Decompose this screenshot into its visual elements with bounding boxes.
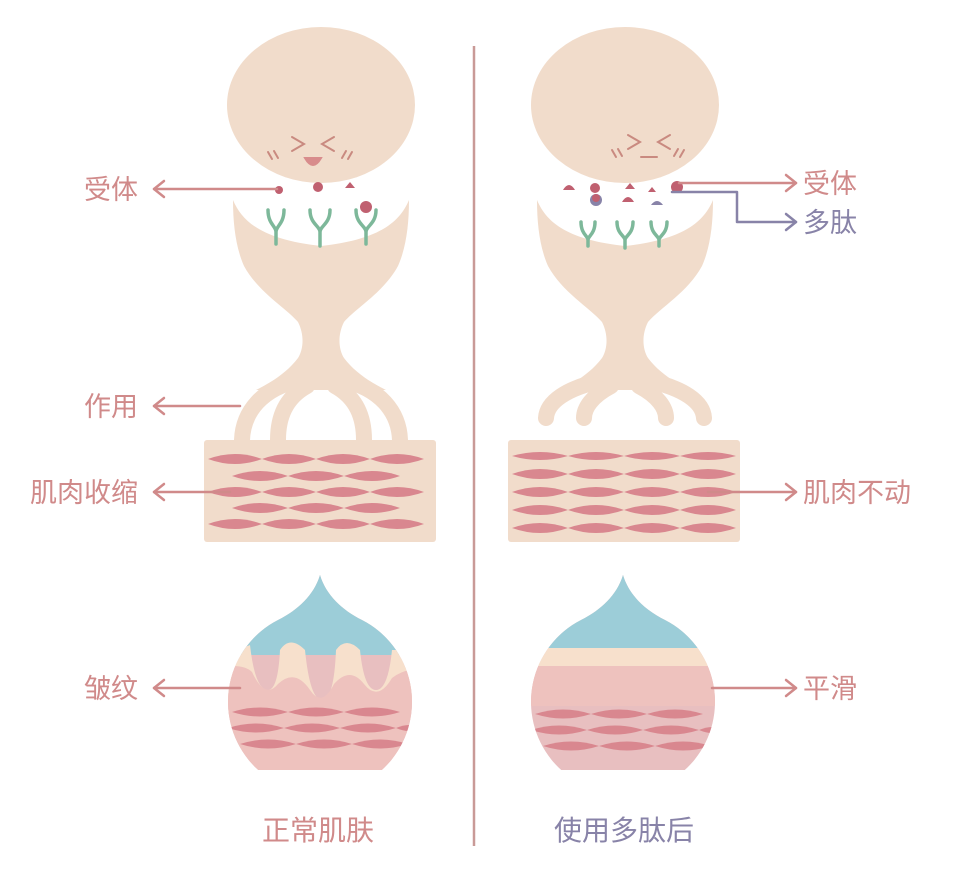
label-wrinkle: 皱纹	[84, 674, 138, 705]
right-receptors	[579, 220, 669, 250]
right-panel: 受体 多肽 肌肉不动 平滑 使用多肽后	[508, 27, 911, 847]
left-arrows	[152, 179, 279, 698]
left-neuron-head	[227, 27, 415, 183]
peptide-blocker	[651, 201, 663, 205]
label-receptor-left: 受体	[84, 175, 138, 206]
left-receptors	[266, 208, 378, 248]
left-particle	[313, 182, 323, 192]
right-neuron-head	[531, 27, 719, 183]
label-muscle-still: 肌肉不动	[803, 478, 911, 509]
left-skin-drop	[228, 575, 413, 770]
left-particle	[345, 182, 355, 188]
right-muscle-block	[508, 440, 740, 542]
right-neuron-branches	[538, 372, 712, 426]
right-arrows	[670, 173, 798, 698]
left-bound-particle	[360, 201, 372, 213]
label-muscle-contract: 肌肉收缩	[30, 478, 138, 509]
caption-normal-skin: 正常肌肤	[262, 814, 374, 847]
left-muscle-fibers	[208, 454, 424, 529]
right-muscle-fibers	[512, 452, 736, 533]
right-particle	[563, 185, 575, 190]
caption-after-peptide: 使用多肽后	[554, 814, 694, 847]
label-peptide: 多肽	[803, 208, 857, 239]
right-particle	[625, 183, 635, 189]
peptide-blocker	[622, 197, 634, 202]
right-neuron-body	[537, 200, 713, 390]
left-face	[267, 136, 353, 166]
right-face	[611, 134, 685, 158]
right-particle	[590, 183, 600, 193]
left-neuron-body	[233, 200, 409, 390]
right-particle	[648, 187, 656, 192]
label-receptor-right: 受体	[803, 169, 857, 200]
peptide-blocker	[592, 194, 600, 202]
left-neuron-branches	[234, 372, 408, 448]
left-panel: 受体 作用 肌肉收缩 皱纹 正常肌肤	[30, 27, 436, 847]
label-action: 作用	[84, 392, 138, 423]
label-smooth: 平滑	[803, 674, 857, 705]
right-skin-drop	[531, 575, 715, 770]
